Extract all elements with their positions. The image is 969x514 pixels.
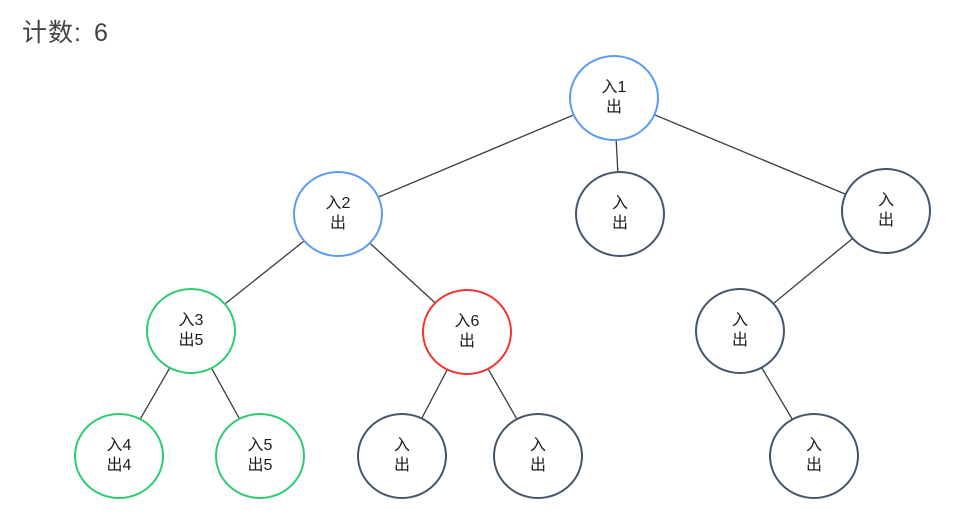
node-enter-label: 入1 (601, 79, 627, 96)
tree-node-n3: 入出 (575, 171, 665, 257)
node-enter-label: 入 (877, 192, 894, 209)
node-exit-label: 出 (611, 215, 628, 232)
traversal-counter: 计数: 6 (22, 13, 109, 49)
tree-node-n6: 入6 出 (422, 289, 512, 375)
node-enter-label: 入2 (325, 195, 351, 212)
node-enter-label: 入 (805, 437, 822, 454)
tree-node-n12: 入出 (769, 413, 859, 499)
counter-label: 计数: (22, 19, 82, 47)
tree-node-n1: 入1 出 (569, 55, 659, 141)
node-enter-label: 入 (393, 437, 410, 454)
node-exit-label: 出 (731, 332, 748, 349)
tree-node-n2: 入2 出 (293, 171, 383, 257)
node-exit-label: 出 (805, 457, 822, 474)
node-exit-label: 出 (329, 215, 346, 232)
node-exit-label: 出 (877, 212, 894, 229)
tree-node-n4: 入出 (841, 168, 931, 254)
node-enter-label: 入4 (106, 437, 132, 454)
node-enter-label: 入6 (454, 313, 480, 330)
node-exit-label: 出 (605, 99, 622, 116)
node-exit-label: 出4 (106, 457, 132, 474)
node-exit-label: 出 (529, 457, 546, 474)
tree-edge-n1-n4 (613, 97, 887, 212)
node-enter-label: 入5 (247, 437, 273, 454)
node-exit-label: 出5 (178, 332, 204, 349)
node-exit-label: 出 (458, 333, 475, 350)
tree-node-n7: 入出 (695, 288, 785, 374)
counter-value: 6 (93, 19, 109, 47)
node-exit-label: 出5 (247, 457, 273, 474)
tree-edge-n1-n2 (337, 97, 615, 215)
tree-node-n10: 入出 (357, 413, 447, 499)
node-enter-label: 入 (611, 195, 628, 212)
node-enter-label: 入 (529, 437, 546, 454)
node-exit-label: 出 (393, 457, 410, 474)
node-enter-label: 入 (731, 312, 748, 329)
node-enter-label: 入3 (178, 312, 204, 329)
tree-node-n11: 入出 (493, 413, 583, 499)
